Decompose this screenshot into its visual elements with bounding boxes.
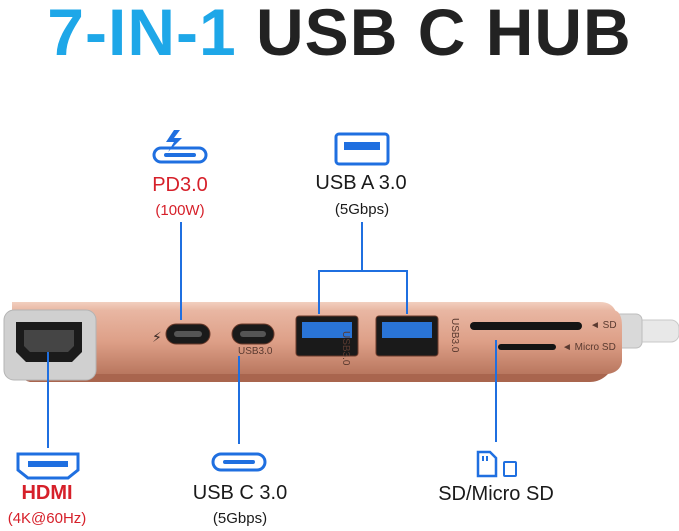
usba-port1-marking: USB3.0 — [340, 331, 351, 366]
usba-connector-stem — [361, 222, 363, 270]
sd-connector-line — [495, 340, 497, 442]
title-rest: USB C HUB — [256, 0, 632, 69]
usbc-port-marking: USB3.0 — [238, 346, 273, 357]
svg-text:⚡: ⚡ — [152, 330, 162, 346]
usbc-detail: (5Gbps) — [212, 510, 268, 527]
page-title: 7-IN-1 USB C HUB — [0, 0, 679, 70]
usb-c-port-icon — [211, 452, 267, 472]
usb-c-charging-icon — [152, 130, 208, 164]
sd-label: SD/Micro SD — [438, 483, 554, 505]
usba-connector-bar — [318, 270, 408, 272]
usba-detail: (5Gbps) — [334, 201, 390, 218]
title-highlight: 7-IN-1 — [47, 0, 237, 69]
usba-label: USB A 3.0 — [315, 172, 407, 194]
usbc-connector-line — [238, 356, 240, 444]
pd-detail: (100W) — [155, 202, 205, 219]
usb-a-port-icon — [334, 132, 390, 166]
usba-port2-marking: USB3.0 — [449, 318, 460, 353]
hdmi-detail: (4K@60Hz) — [7, 510, 87, 527]
pd-connector-line — [180, 222, 182, 320]
hdmi-port-icon — [16, 452, 80, 480]
usba-connector-right — [406, 270, 408, 314]
sd-slot-marking: ◄ SD — [590, 320, 617, 331]
microsd-slot-marking: ◄ Micro SD — [562, 342, 616, 353]
usba-connector-left — [318, 270, 320, 314]
usbc-label: USB C 3.0 — [192, 482, 288, 504]
hdmi-connector-line — [47, 352, 49, 448]
hdmi-label: HDMI — [21, 482, 73, 504]
pd-label: PD3.0 — [152, 174, 208, 196]
sd-card-icon — [476, 450, 517, 478]
